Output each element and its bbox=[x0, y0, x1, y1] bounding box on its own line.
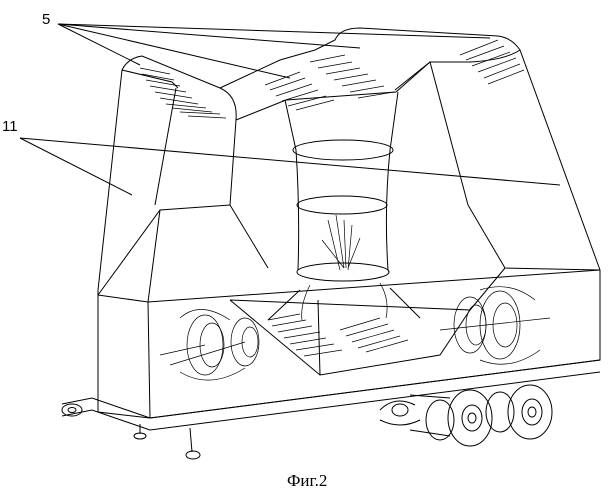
louvre-fins-top-left bbox=[140, 68, 226, 118]
wheel-set bbox=[380, 385, 552, 446]
louvre-fins-top-middle bbox=[265, 55, 394, 110]
impeller-element bbox=[302, 215, 387, 320]
chassis-frame bbox=[62, 360, 600, 459]
fan-unit-right bbox=[440, 287, 550, 365]
housing-outline bbox=[98, 28, 600, 418]
callout-label-5: 5 bbox=[42, 11, 50, 28]
figure-caption: Фиг.2 bbox=[287, 471, 327, 490]
leader-lines-11 bbox=[20, 138, 560, 195]
fan-unit-left bbox=[160, 309, 259, 380]
callout-label-11: 11 bbox=[2, 118, 18, 135]
